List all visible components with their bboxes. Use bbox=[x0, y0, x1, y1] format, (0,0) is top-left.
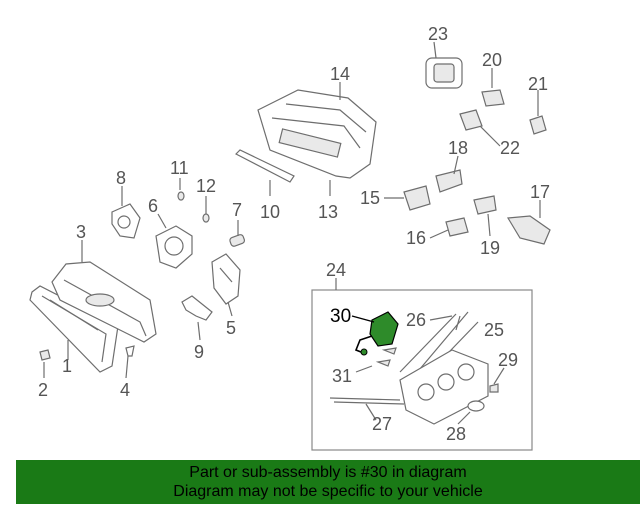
callout-3: 3 bbox=[76, 222, 86, 242]
part-16-switch bbox=[445, 217, 469, 237]
callout-30: 30 bbox=[330, 306, 351, 327]
part-19-switch bbox=[473, 195, 497, 215]
part-29-clip bbox=[489, 383, 499, 393]
part-11-bulb bbox=[177, 191, 185, 201]
part-2-clip bbox=[39, 349, 51, 361]
callout-26: 26 bbox=[406, 310, 426, 330]
callout-21: 21 bbox=[528, 74, 548, 94]
part-6-gauge bbox=[155, 225, 193, 269]
callout-14: 14 bbox=[330, 64, 350, 84]
part-1-lens bbox=[29, 285, 119, 373]
part-4-screw bbox=[125, 345, 135, 357]
banner-line-2: Diagram may not be specific to your vehi… bbox=[173, 483, 483, 500]
part-21-switch bbox=[529, 115, 547, 135]
part-3-housing bbox=[51, 261, 157, 343]
part-13-14-panel bbox=[257, 89, 377, 179]
callout-18: 18 bbox=[448, 138, 468, 158]
part-8-gauge bbox=[111, 203, 141, 239]
callout-13: 13 bbox=[318, 202, 338, 222]
callout-1: 1 bbox=[62, 356, 72, 376]
callout-16: 16 bbox=[406, 228, 426, 248]
callout-28: 28 bbox=[446, 424, 466, 444]
part-12-bulb bbox=[202, 213, 210, 223]
part-28-knob bbox=[467, 400, 485, 412]
callout-12: 12 bbox=[196, 176, 216, 196]
banner-line-1: Part or sub-assembly is #30 in diagram bbox=[189, 464, 467, 481]
callout-17: 17 bbox=[530, 182, 550, 202]
callout-15: 15 bbox=[360, 188, 380, 208]
part-15-switch bbox=[403, 185, 431, 211]
callout-20: 20 bbox=[482, 50, 502, 70]
part-20-switch bbox=[481, 89, 505, 107]
disclaimer-banner: Part or sub-assembly is #30 in diagram D… bbox=[16, 460, 640, 504]
part-27-cable bbox=[329, 397, 405, 405]
callout-29: 29 bbox=[498, 350, 518, 370]
callout-10: 10 bbox=[260, 202, 280, 222]
part-10-strip bbox=[234, 149, 295, 183]
callout-5: 5 bbox=[226, 318, 236, 338]
part-17-switch bbox=[506, 215, 551, 245]
callout-27: 27 bbox=[372, 414, 392, 434]
callout-6: 6 bbox=[148, 196, 158, 216]
part-7-bulb bbox=[229, 234, 246, 247]
part-23-switch bbox=[425, 57, 463, 89]
part-5-gauge bbox=[211, 253, 241, 305]
part-30-highlighted bbox=[354, 311, 399, 356]
part-22-switch bbox=[459, 109, 483, 131]
callout-31: 31 bbox=[332, 366, 352, 386]
callout-22: 22 bbox=[500, 138, 520, 158]
callout-4: 4 bbox=[120, 380, 130, 400]
callout-8: 8 bbox=[116, 168, 126, 188]
part-18-switch bbox=[435, 169, 463, 193]
heater-control-body bbox=[399, 349, 489, 425]
callout-19: 19 bbox=[480, 238, 500, 258]
callout-23: 23 bbox=[428, 24, 448, 44]
leader-lines bbox=[43, 41, 541, 425]
sub-assembly-box-24 bbox=[311, 289, 533, 451]
callout-9: 9 bbox=[194, 342, 204, 362]
callout-24: 24 bbox=[326, 260, 346, 280]
callout-11: 11 bbox=[170, 158, 189, 178]
part-9-bracket bbox=[181, 295, 213, 321]
part-31-screw bbox=[375, 347, 397, 367]
callout-7: 7 bbox=[232, 200, 242, 220]
callout-25: 25 bbox=[484, 320, 504, 340]
callout-2: 2 bbox=[38, 380, 48, 400]
